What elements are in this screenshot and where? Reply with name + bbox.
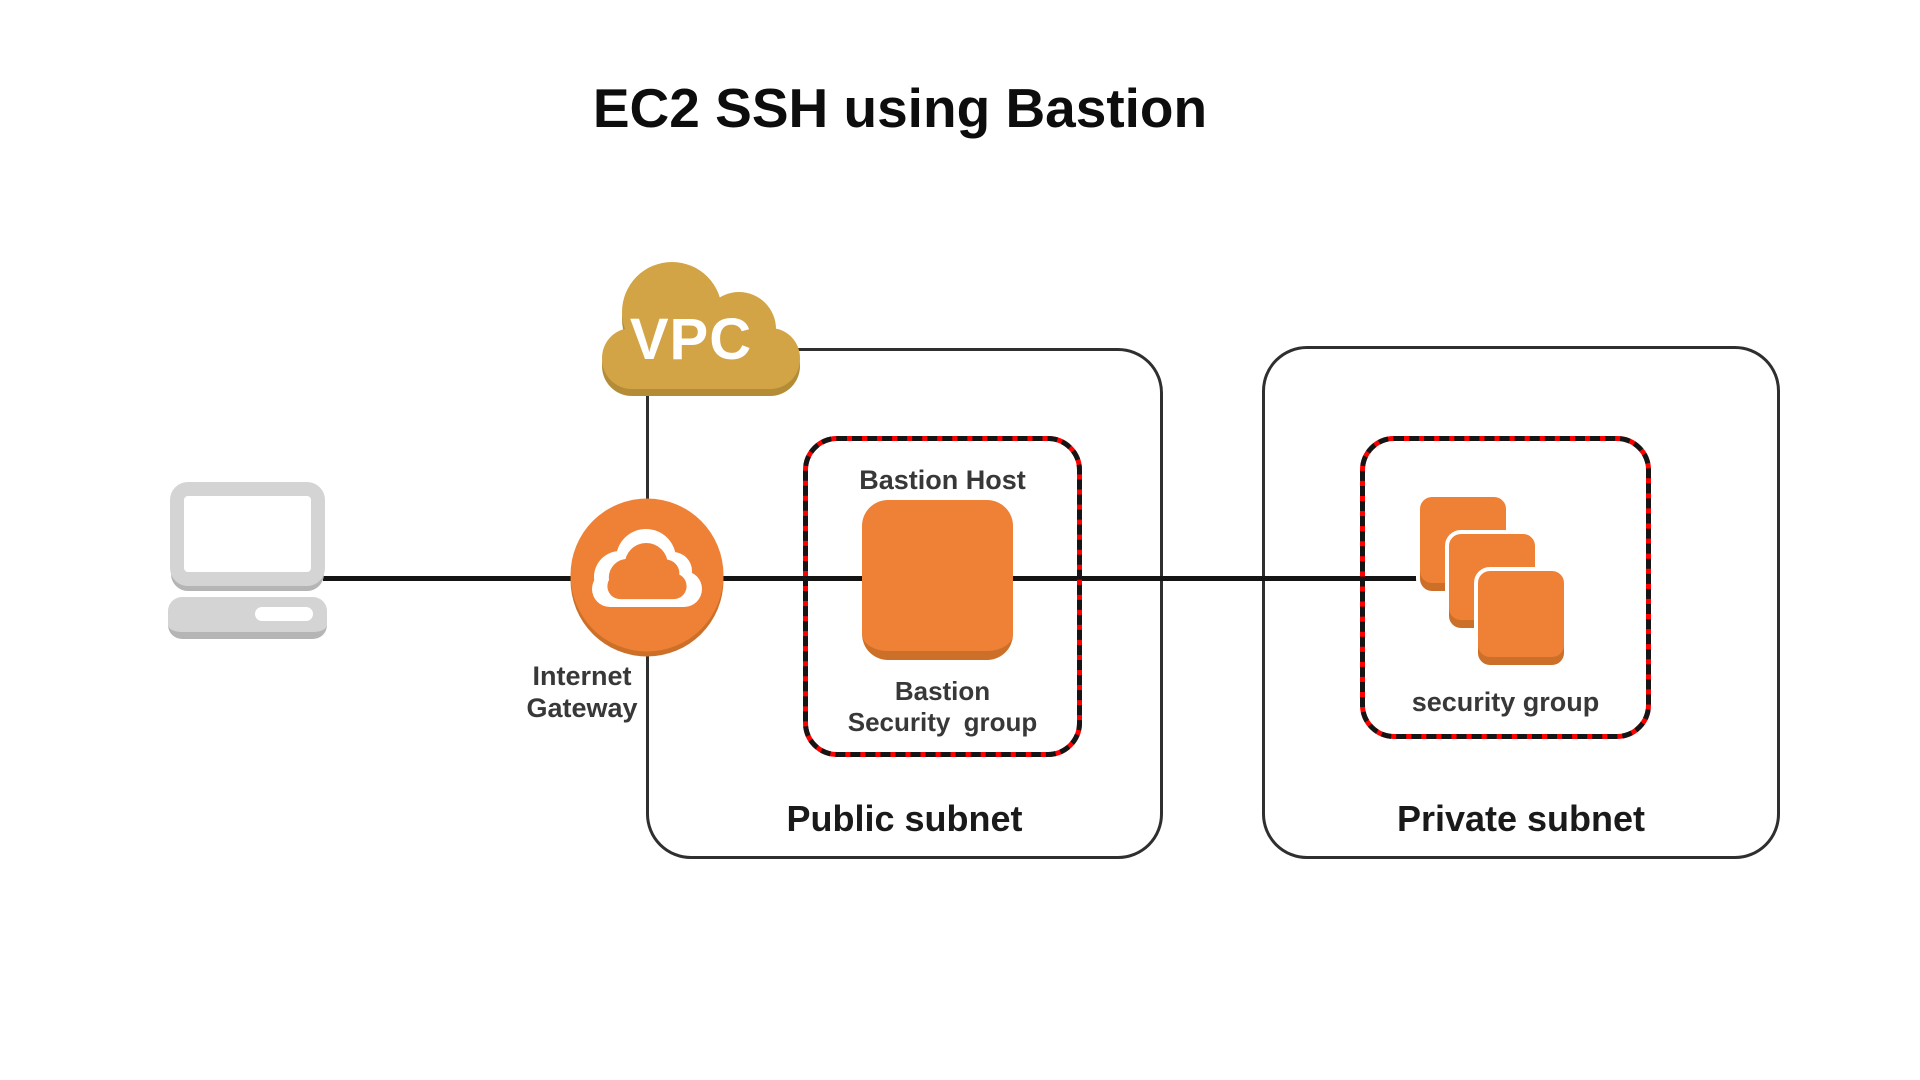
bastion-security-group-box: Bastion Host Bastion Security group [803, 436, 1082, 757]
private-subnet-label: Private subnet [1396, 798, 1646, 839]
vpc-cloud-icon: VPC [596, 254, 806, 396]
page-title: EC2 SSH using Bastion [592, 77, 1208, 139]
laptop-slot [255, 607, 313, 621]
internet-gateway-icon [568, 498, 726, 657]
internet-gateway-label-line2: Gateway [526, 693, 638, 723]
internet-gateway-label: Internet Gateway [512, 660, 652, 724]
public-subnet-label: Public subnet [786, 798, 1023, 839]
private-security-group-box: security group [1360, 436, 1651, 739]
bastion-host-label: Bastion Host [859, 465, 1026, 495]
ec2-instance-icon [862, 500, 1013, 660]
internet-gateway-label-line1: Internet [532, 661, 632, 691]
vpc-label: VPC [629, 307, 753, 372]
cloud-icon [592, 529, 702, 607]
bastion-security-group-label-line2: Security group [847, 707, 1038, 737]
laptop-screen [170, 482, 325, 586]
laptop-icon [168, 480, 328, 642]
laptop-base [168, 597, 327, 639]
private-security-group-label: security group [1411, 687, 1600, 717]
public-subnet-box: Public subnet [646, 348, 1163, 859]
bastion-security-group-label-line1: Bastion [894, 676, 991, 706]
ec2-instances-stack-icon [1474, 567, 1568, 669]
bastion-security-group-label: Bastion Security group [808, 676, 1077, 738]
private-subnet-box: Private subnet [1262, 346, 1780, 859]
